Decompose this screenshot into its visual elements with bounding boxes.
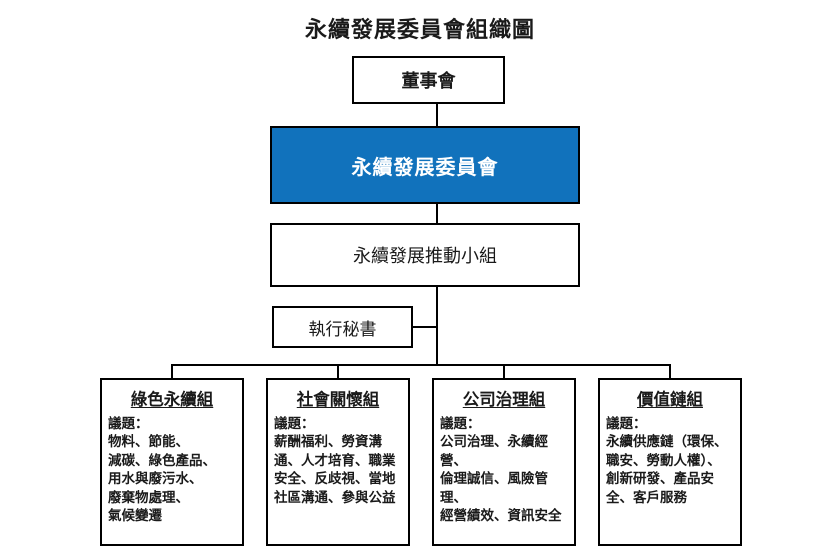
connector-secretary-stem bbox=[412, 326, 438, 328]
node-committee-label: 永續發展委員會 bbox=[351, 156, 499, 179]
group-topic-line: 議題： bbox=[440, 416, 481, 431]
group-box-social-care: 社會關懷組 議題： 薪酬福利、勞資溝 通、人才培育、職業 安全、反歧視、當地 社… bbox=[266, 378, 410, 546]
group-topic-line: 議題： bbox=[606, 416, 647, 431]
group-topic-line: 理、 bbox=[440, 489, 467, 505]
connector-tick-group-4 bbox=[669, 364, 671, 378]
group-topic-line: 倫理誠信、風險管 bbox=[440, 471, 548, 487]
group-topic-line: 用水與廢污水、 bbox=[108, 471, 203, 487]
group-topic-line: 通、人才培育、職業 bbox=[274, 452, 396, 468]
group-title: 綠色永續組 bbox=[130, 391, 214, 409]
group-topic-line: 薪酬福利、勞資溝 bbox=[274, 434, 382, 450]
group-topic-line: 議題： bbox=[108, 416, 149, 431]
node-secretary-label: 執行秘書 bbox=[308, 319, 377, 339]
group-topic-line: 物料、節能、 bbox=[108, 434, 189, 450]
connector-committee-taskforce bbox=[436, 203, 438, 224]
group-topic-line: 永續供應鏈（環保、 bbox=[606, 434, 728, 450]
group-topic-line: 安全、反歧視、當地 bbox=[274, 471, 396, 487]
group-title: 社會關懷組 bbox=[296, 391, 380, 409]
connector-board-committee bbox=[436, 103, 438, 127]
group-topic-line: 氣候變遷 bbox=[108, 508, 162, 524]
connector-tick-group-1 bbox=[171, 364, 173, 378]
connector-tick-group-2 bbox=[337, 364, 339, 378]
group-topic-line: 廢棄物處理、 bbox=[108, 489, 189, 505]
group-topic-line: 議題： bbox=[274, 416, 315, 431]
group-topic-line: 公司治理、永續經 bbox=[440, 434, 548, 450]
group-title: 價值鏈組 bbox=[637, 391, 703, 409]
group-topic-line: 職安、勞動人權）、 bbox=[606, 452, 721, 468]
node-board-label: 董事會 bbox=[401, 71, 456, 91]
group-topic-line: 創新研發、產品安 bbox=[606, 471, 714, 487]
connector-distribution-bar bbox=[171, 364, 671, 366]
group-topic-line: 營、 bbox=[440, 452, 467, 468]
group-box-green-sustainability: 綠色永續組 議題： 物料、節能、 減碳、綠色產品、 用水與廢污水、 廢棄物處理、… bbox=[100, 378, 244, 546]
group-title: 公司治理組 bbox=[462, 391, 546, 409]
group-topic-line: 全、客戶服務 bbox=[606, 489, 687, 505]
connector-tick-group-3 bbox=[503, 364, 505, 378]
group-box-corporate-governance: 公司治理組 議題： 公司治理、永續經 營、 倫理誠信、風險管 理、 經營績效、資… bbox=[432, 378, 576, 546]
group-topic-line: 減碳、綠色產品、 bbox=[108, 452, 216, 468]
node-board: 董事會 bbox=[352, 56, 505, 104]
node-taskforce-label: 永續發展推動小組 bbox=[353, 246, 497, 266]
node-secretary: 執行秘書 bbox=[272, 306, 413, 348]
chart-title: 永續發展委員會組織圖 bbox=[304, 17, 535, 42]
group-topic-line: 經營績效、資訊安全 bbox=[440, 508, 562, 524]
node-taskforce: 永續發展推動小組 bbox=[270, 223, 580, 287]
node-committee: 永續發展委員會 bbox=[270, 126, 580, 204]
group-box-value-chain: 價值鏈組 議題： 永續供應鏈（環保、 職安、勞動人權）、 創新研發、產品安 全、… bbox=[598, 378, 742, 546]
group-topic-line: 社區溝通、參與公益 bbox=[274, 489, 396, 505]
